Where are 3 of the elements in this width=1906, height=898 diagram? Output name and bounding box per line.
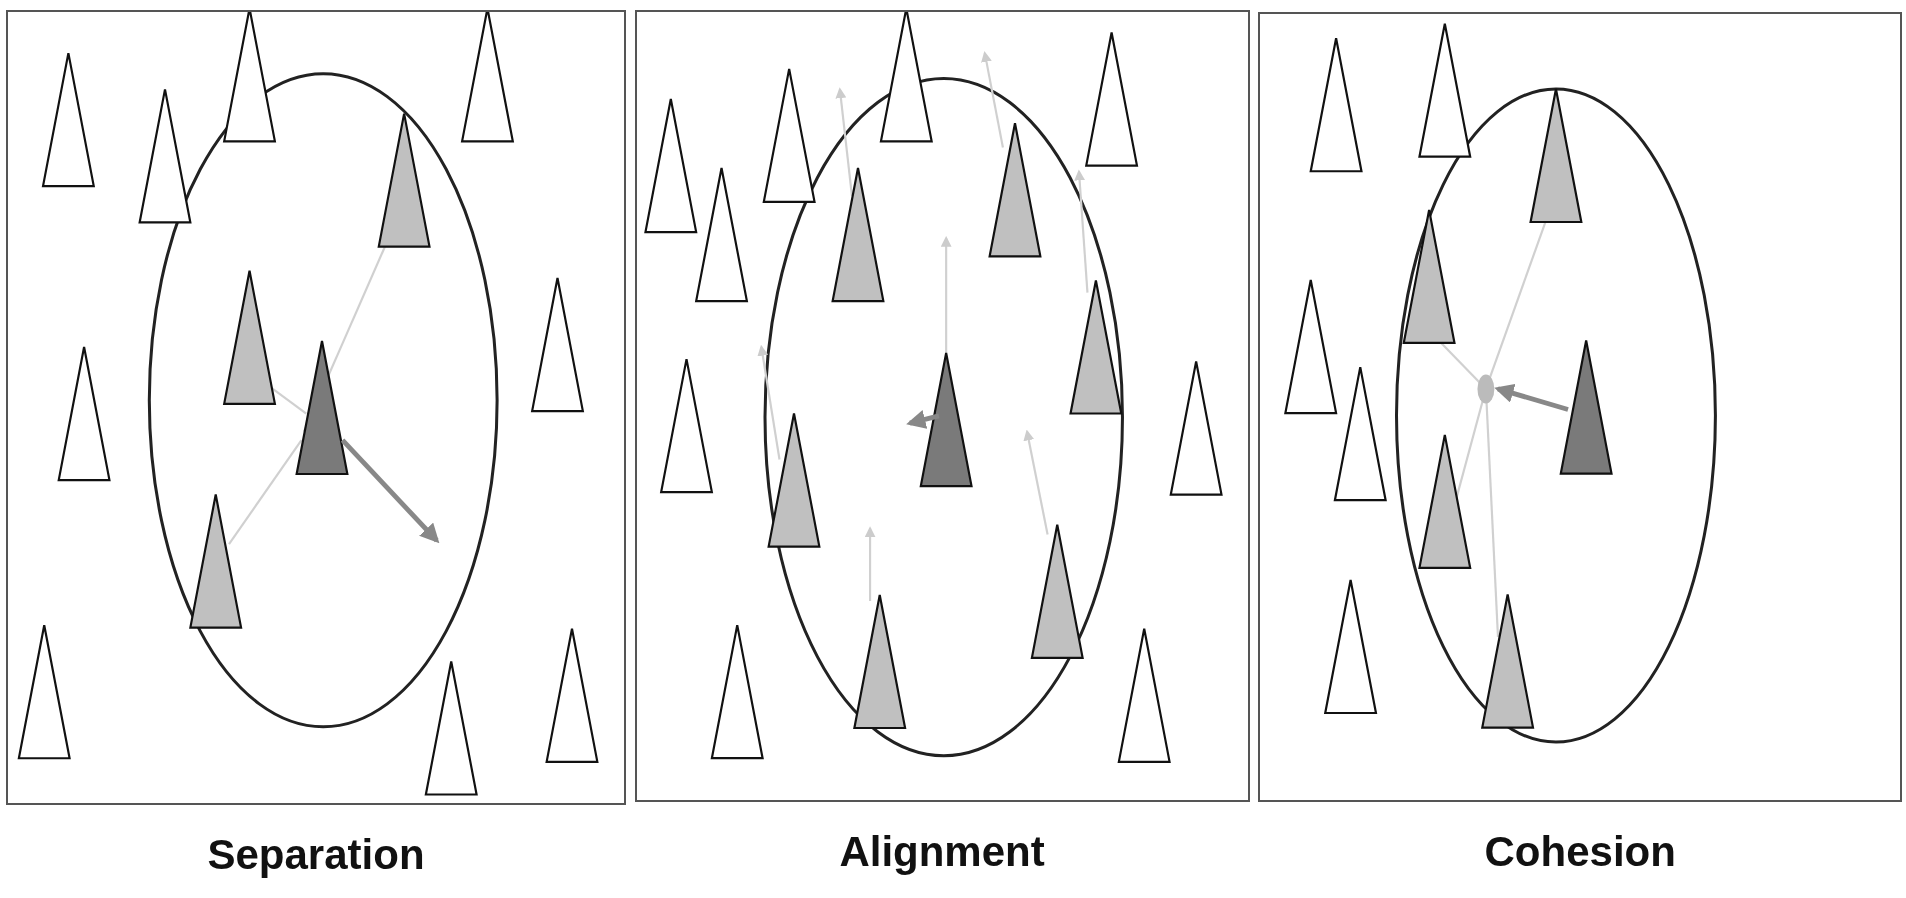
panel-caption: Alignment (839, 828, 1045, 877)
panel-caption: Cohesion (1484, 828, 1676, 877)
panel-caption: Separation (207, 830, 425, 879)
